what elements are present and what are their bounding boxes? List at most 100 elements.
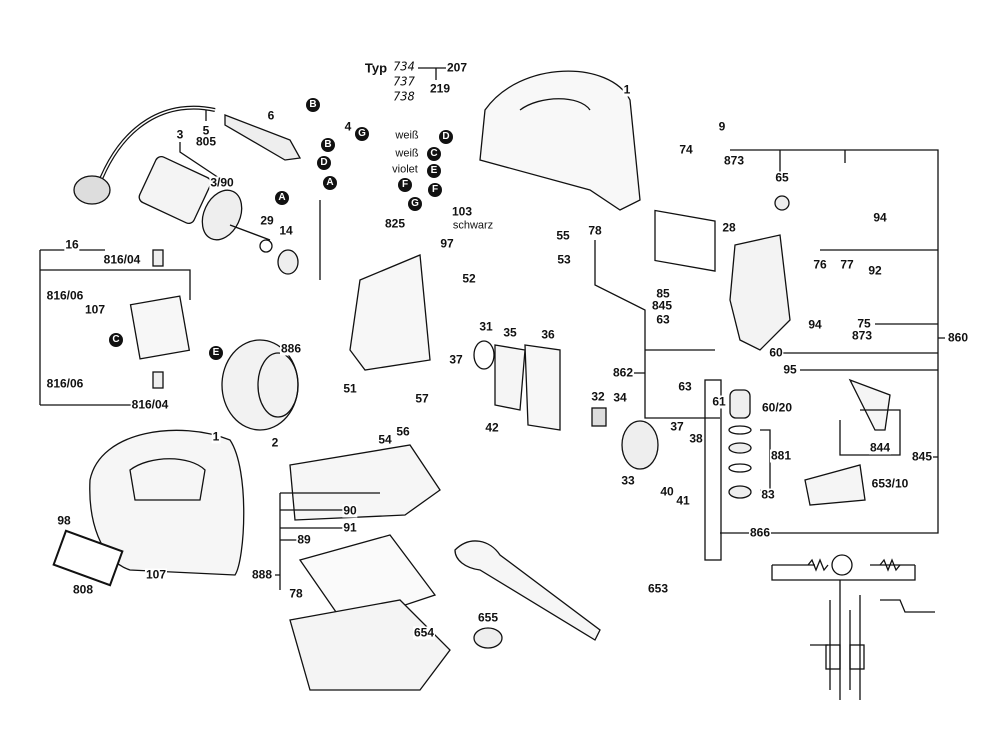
callout: 9: [717, 119, 727, 134]
callout: 60/20: [760, 400, 794, 415]
callout: 57: [414, 391, 430, 406]
callout: 42: [484, 420, 500, 435]
needle-bearing-32: [591, 407, 607, 427]
callout: 94: [872, 210, 888, 225]
motor-frame: [349, 254, 431, 371]
connection-marker: A: [275, 191, 289, 205]
callout: 103: [450, 204, 474, 219]
type-variant: 738: [392, 89, 416, 104]
callout: 107: [83, 302, 107, 317]
housing-top: [479, 70, 641, 211]
callout: 41: [675, 493, 691, 508]
connection-marker: E: [209, 346, 223, 360]
callout: 862: [611, 365, 635, 380]
power-cord-inner: [94, 106, 216, 196]
callout: 4: [343, 119, 353, 134]
wire-label: weiß: [394, 129, 420, 143]
callout: 3/90: [209, 175, 235, 190]
callout: 85: [655, 286, 671, 301]
callout: 805: [194, 134, 218, 149]
base-plate: [289, 444, 441, 521]
callout: 97: [439, 236, 455, 251]
callout: 6: [266, 108, 276, 123]
callout: 35: [502, 325, 518, 340]
callout: 845: [910, 449, 934, 464]
callout: 63: [677, 379, 693, 394]
callout: 37: [448, 352, 464, 367]
callout: 653: [646, 581, 670, 596]
cord-sleeve: [224, 114, 302, 161]
callout: 1: [622, 82, 632, 97]
callout: 52: [461, 271, 477, 286]
callout: 94: [807, 317, 823, 332]
callout: 74: [678, 142, 694, 157]
callout: 16: [64, 237, 80, 252]
connection-marker: D: [439, 130, 453, 144]
callout: 34: [612, 390, 628, 405]
bracket-862: [594, 240, 720, 419]
callout: 37: [669, 419, 685, 434]
callout: 845: [650, 298, 674, 313]
callout: 92: [867, 263, 883, 278]
callout: 881: [769, 448, 793, 463]
type-variant: 737: [392, 74, 416, 89]
callout: 28: [721, 220, 737, 235]
callout: 866: [748, 525, 772, 540]
connection-marker: C: [427, 147, 441, 161]
connection-marker: F: [428, 183, 442, 197]
washer-29: [259, 239, 273, 253]
callout: 38: [688, 431, 704, 446]
callout: 63: [655, 312, 671, 327]
callout: 1: [211, 429, 221, 444]
gear-housing: [729, 234, 791, 351]
callout: 36: [540, 327, 556, 342]
callout: 219: [428, 81, 452, 96]
callout: 40: [659, 484, 675, 499]
callout: 89: [296, 532, 312, 547]
callout: 56: [395, 424, 411, 439]
callout: 83: [760, 487, 776, 502]
washer-31: [473, 340, 495, 370]
type-variant: 734: [392, 59, 416, 74]
callout: 3: [175, 127, 185, 142]
callout: 825: [383, 216, 407, 231]
wiring-schematic: [771, 554, 935, 700]
callout: 32: [590, 389, 606, 404]
callout: 29: [259, 213, 275, 228]
callout: 2: [270, 435, 280, 450]
callout: 76: [812, 257, 828, 272]
label-plate-808: [52, 529, 124, 587]
wire-label: weiß: [394, 147, 420, 161]
callout: 816/04: [102, 252, 142, 267]
type-label: Typ: [363, 60, 389, 76]
callout: 207: [445, 60, 469, 75]
callout: 78: [587, 223, 603, 238]
callout: 53: [556, 252, 572, 267]
bracket-845: [839, 409, 901, 456]
plug-65: [774, 195, 790, 211]
bracket-888: [275, 492, 380, 590]
callout: 653/10: [870, 476, 910, 491]
base-shoe-654: [289, 599, 451, 691]
callout: 107: [144, 567, 168, 582]
callout: 75: [856, 316, 872, 331]
connection-marker: E: [427, 164, 441, 178]
callout: 873: [850, 328, 874, 343]
roller-844: [848, 378, 891, 431]
gear-33: [621, 420, 659, 470]
label-plate-9: [654, 209, 716, 272]
wire-label: schwarz: [451, 219, 495, 233]
plunger-866: [704, 379, 722, 561]
armature-fan: [201, 189, 243, 241]
cap-655: [473, 627, 503, 649]
wire-label: violet: [391, 163, 419, 177]
bearing-14: [277, 249, 299, 275]
callout: 844: [868, 440, 892, 455]
callout: 78: [288, 586, 304, 601]
callout: 33: [620, 473, 636, 488]
connection-marker: B: [306, 98, 320, 112]
callout: 14: [278, 223, 294, 238]
connection-marker: C: [109, 333, 123, 347]
plate-36: [524, 344, 561, 431]
